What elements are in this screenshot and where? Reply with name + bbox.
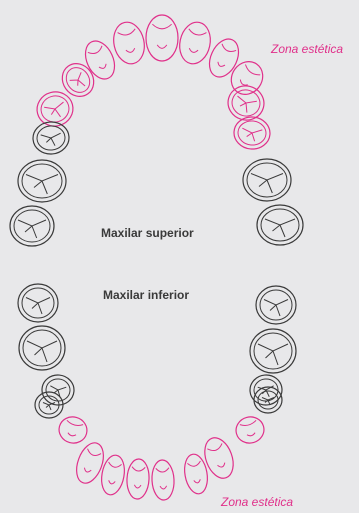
lower-tooth-5 — [41, 374, 75, 406]
upper-tooth-14 — [256, 204, 304, 246]
upper-tooth-7 — [61, 63, 95, 97]
lower-jaw-label: Maxilar inferior — [103, 288, 190, 302]
lower-tooth-2 — [255, 285, 297, 325]
upper-jaw-label: Maxilar superior — [101, 226, 194, 240]
lower-tooth-16 — [151, 459, 175, 501]
upper-tooth-2 — [179, 21, 211, 65]
upper-tooth-11 — [32, 121, 70, 155]
lower-tooth-12 — [204, 437, 234, 479]
upper-tooth-4 — [208, 38, 240, 78]
lower-tooth-11 — [76, 442, 104, 484]
upper-tooth-9 — [36, 91, 74, 127]
aesthetic-zone-lower-label: Zona estética — [221, 495, 294, 509]
upper-tooth-5 — [84, 40, 116, 80]
upper-tooth-10 — [233, 116, 271, 150]
upper-tooth-1 — [145, 14, 179, 62]
lower-tooth-4 — [249, 328, 297, 374]
upper-tooth-6 — [230, 61, 264, 95]
lower-tooth-15 — [126, 458, 150, 500]
lower-tooth-10 — [235, 416, 265, 444]
upper-tooth-15 — [9, 205, 55, 247]
lower-tooth-9 — [58, 416, 88, 444]
lower-tooth-13 — [101, 454, 125, 496]
upper-tooth-13 — [17, 159, 67, 203]
lower-tooth-1 — [17, 283, 59, 323]
upper-tooth-3 — [113, 21, 145, 65]
lower-tooth-8 — [253, 386, 283, 414]
lower-tooth-7 — [34, 391, 64, 419]
aesthetic-zone-upper-label: Zona estética — [271, 42, 344, 56]
lower-tooth-14 — [184, 453, 208, 495]
upper-tooth-8 — [227, 85, 265, 121]
lower-tooth-3 — [18, 325, 66, 371]
upper-tooth-12 — [242, 158, 292, 202]
